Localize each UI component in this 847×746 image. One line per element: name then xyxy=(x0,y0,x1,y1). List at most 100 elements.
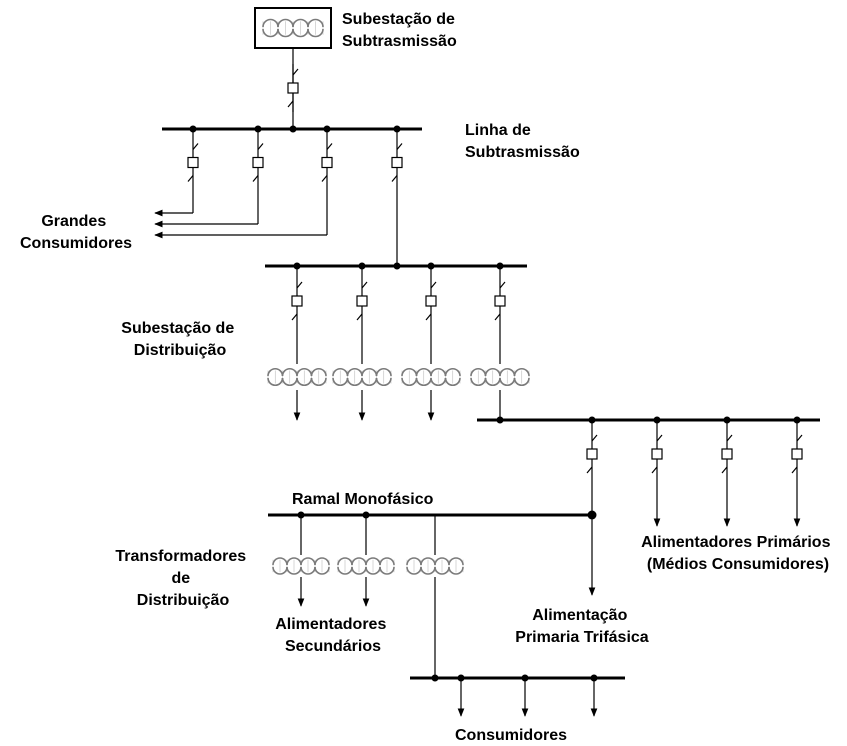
breaker-blade xyxy=(396,143,403,150)
transformer-icon xyxy=(272,557,330,575)
breaker-box xyxy=(425,295,437,307)
breaker-box xyxy=(356,295,368,307)
label-single-phase-branch: Ramal Monofásico xyxy=(292,491,434,508)
breaker-icon xyxy=(252,129,264,196)
transformer-icon xyxy=(470,368,530,386)
breaker-blade xyxy=(391,175,398,182)
bus-junction-dot xyxy=(521,674,529,682)
breaker-box xyxy=(291,295,303,307)
breaker-icon xyxy=(391,129,403,196)
bus-junction-dot xyxy=(653,416,661,424)
breaker-blade xyxy=(291,313,298,321)
bus-junction-dot xyxy=(723,416,731,424)
coil-arc xyxy=(379,557,395,566)
breaker-blade xyxy=(425,313,432,321)
breaker-icon xyxy=(187,129,199,196)
bus-junction-dot xyxy=(297,511,305,519)
bus-junction-dot xyxy=(393,262,401,270)
breaker-blade xyxy=(796,434,803,442)
coil-arc xyxy=(444,368,461,377)
coil-arc xyxy=(375,377,392,386)
label-distribution-transformers: Transformadores de Distribuição xyxy=(115,548,250,609)
subtransmission-transformer-icon xyxy=(262,18,324,38)
breaker-icon xyxy=(321,129,333,196)
bus-junction-dot xyxy=(793,416,801,424)
breaker-icon xyxy=(356,266,368,336)
bus-junction-dot xyxy=(393,125,401,133)
breaker-blade xyxy=(586,466,593,474)
breaker-blade xyxy=(591,434,598,442)
label-consumers: Consumidores xyxy=(455,727,567,744)
breaker-icon xyxy=(721,420,733,488)
label-secondary-feeders: Alimentadores Secundários xyxy=(275,616,391,655)
coil-arc xyxy=(448,566,464,575)
breaker-blade xyxy=(499,281,506,289)
breaker-blade xyxy=(192,143,199,150)
breaker-blade xyxy=(187,175,194,182)
breaker-box xyxy=(187,156,199,169)
coil-arc xyxy=(379,566,395,575)
transformer-icon xyxy=(401,368,461,386)
breaker-icon xyxy=(494,266,506,336)
bus-junction-dot xyxy=(496,416,504,424)
breaker-blade xyxy=(356,313,363,321)
breaker-blade xyxy=(726,434,733,442)
bus-junction-dot xyxy=(588,416,596,424)
bus-junction-dot xyxy=(587,510,597,520)
breaker-blade xyxy=(326,143,333,150)
bus-junction-dot xyxy=(590,674,598,682)
coil-arc xyxy=(448,557,464,566)
bus-junction-dot xyxy=(496,262,504,270)
bus-junction-dot xyxy=(362,511,370,519)
breaker-blade xyxy=(791,466,798,474)
bus-junction-dot xyxy=(254,125,262,133)
coil-arc xyxy=(513,377,530,386)
wiring xyxy=(154,48,801,717)
coil-arc xyxy=(444,377,461,386)
breaker-blade xyxy=(292,68,299,76)
breaker-box xyxy=(494,295,506,307)
coil-arc xyxy=(310,368,327,377)
breaker-icon xyxy=(287,64,299,112)
breaker-blade xyxy=(287,100,294,108)
breaker-icon xyxy=(291,266,303,336)
coil-arc xyxy=(513,368,530,377)
bus-junction-dot xyxy=(189,125,197,133)
breaker-box xyxy=(721,448,733,460)
bus-junction-dot xyxy=(431,674,439,682)
breaker-blade xyxy=(252,175,259,182)
breaker-box xyxy=(791,448,803,460)
breaker-box xyxy=(651,448,663,460)
breaker-blade xyxy=(321,175,328,182)
coil-arc xyxy=(307,18,324,28)
coil-arc xyxy=(310,377,327,386)
bus-junction-dot xyxy=(457,674,465,682)
bus-junction-dot xyxy=(323,125,331,133)
breaker-box xyxy=(252,156,264,169)
transformers xyxy=(267,368,530,575)
bus-junction-dot xyxy=(358,262,366,270)
coil-arc xyxy=(314,557,330,566)
transformer-icon xyxy=(406,557,464,575)
bus-junctions xyxy=(189,125,801,682)
transformer-icon xyxy=(337,557,395,575)
breaker-icon xyxy=(586,420,598,488)
breaker-blade xyxy=(656,434,663,442)
breaker-box xyxy=(287,82,299,94)
label-distribution-substation: Subestação de Distribuição xyxy=(121,320,238,359)
breaker-blade xyxy=(361,281,368,289)
coil-arc xyxy=(307,28,324,38)
label-subtransmission-line: Linha de Subtrasmissão xyxy=(465,122,580,161)
bus-junction-dot xyxy=(289,125,297,133)
breaker-box xyxy=(321,156,333,169)
breaker-blade xyxy=(651,466,658,474)
coil-arc xyxy=(314,566,330,575)
breaker-blade xyxy=(721,466,728,474)
breaker-blade xyxy=(430,281,437,289)
coil-icon xyxy=(262,18,324,38)
coil-arc xyxy=(375,368,392,377)
breaker-icon xyxy=(791,420,803,488)
breaker-blade xyxy=(296,281,303,289)
label-subtransmission-substation: Subestação de Subtrasmissão xyxy=(342,11,459,50)
